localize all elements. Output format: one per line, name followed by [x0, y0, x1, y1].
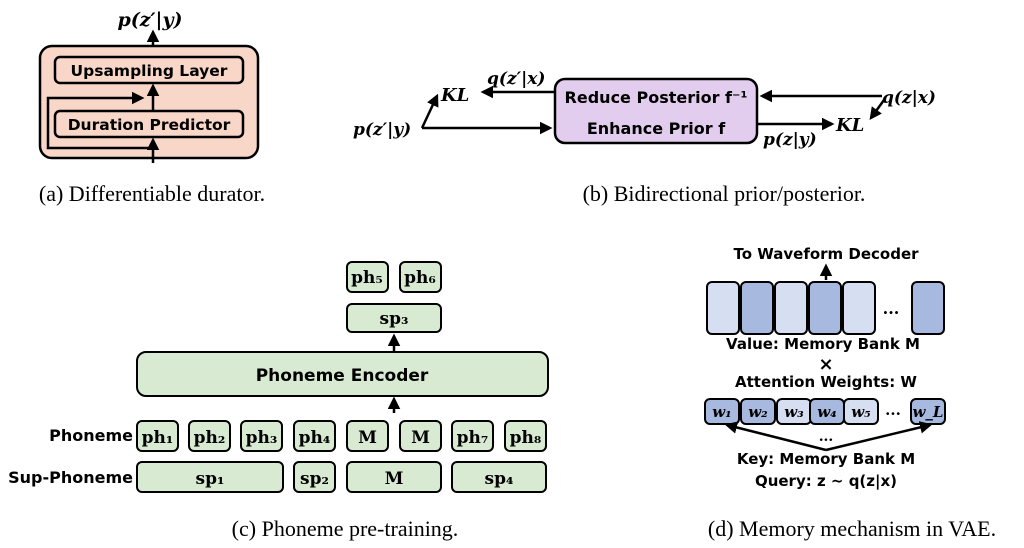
- times-symbol: ×: [818, 354, 833, 375]
- panel-b-prior-posterior: Reduce Posterior f⁻¹ Enhance Prior f KL …: [353, 69, 936, 206]
- top-token-box: [399, 261, 442, 293]
- phoneme-box: [399, 420, 442, 452]
- attention-weight-label: w_L: [913, 403, 944, 421]
- q-posterior-prime-label: q(z′|x): [487, 69, 545, 89]
- kl-right-label: KL: [835, 115, 864, 136]
- attention-weight-label: w₄: [817, 403, 836, 421]
- top-token-label: ph₆: [404, 268, 436, 288]
- phoneme-box: [504, 420, 547, 452]
- sup-phoneme-token: sp₁: [196, 469, 225, 489]
- caption-c: (c) Phoneme pre-training.: [232, 516, 459, 541]
- sup-phoneme-box: [451, 461, 547, 493]
- p-prior-prime-label: p(z′|y): [353, 120, 411, 140]
- sup-phoneme-box: [346, 461, 442, 493]
- query-label: Query: z ~ q(z|x): [755, 472, 897, 491]
- to-waveform-decoder-label: To Waveform Decoder: [733, 245, 919, 263]
- panel-d-memory-mechanism: To Waveform Decoder ... Value: Memory Ba…: [704, 245, 996, 541]
- posterior-to-kl-right-arrow: [869, 99, 886, 121]
- phoneme-box: [240, 420, 283, 452]
- weight-ellipsis: ...: [885, 401, 901, 419]
- attention-weight-box: [704, 398, 740, 425]
- kl-left-label: KL: [440, 85, 469, 106]
- upsampling-layer-label: Upsampling Layer: [71, 62, 228, 80]
- query-to-first-weight-arrow: [724, 421, 827, 452]
- key-memory-bank-label: Key: Memory Bank M: [737, 450, 915, 468]
- phoneme-token: M: [411, 428, 430, 448]
- top-sp-box: [346, 303, 442, 333]
- reduce-posterior-label: Reduce Posterior f⁻¹: [565, 88, 748, 107]
- phoneme-encoder-label: Phoneme Encoder: [256, 366, 429, 386]
- sup-phoneme-box: [136, 461, 284, 493]
- phoneme-token: ph₄: [299, 428, 331, 448]
- phoneme-box: [451, 420, 494, 452]
- p-prior-label: p(z|y): [763, 130, 817, 150]
- attention-weights-label: Attention Weights: W: [735, 373, 917, 391]
- memory-slot: [774, 281, 808, 335]
- phoneme-box: [293, 420, 336, 452]
- attention-weight-row: w₁ w₂ w₃ w₄ w₅ w_L: [704, 398, 946, 425]
- attention-weight-label: w₅: [851, 403, 871, 421]
- duration-predictor-label: Duration Predictor: [68, 116, 231, 134]
- top-token-box: [346, 261, 389, 293]
- phoneme-box: [136, 420, 179, 452]
- phoneme-encoder-box: [136, 351, 549, 397]
- memory-slot: [706, 281, 740, 335]
- phoneme-token: ph₇: [457, 428, 489, 448]
- top-token-label: ph₅: [351, 268, 383, 288]
- memory-slot: [911, 281, 945, 335]
- q-posterior-label: q(z|x): [882, 88, 936, 108]
- sup-phoneme-token: M: [385, 469, 404, 489]
- duration-predictor-box: [53, 109, 245, 139]
- caption-a: (a) Differentiable durator.: [39, 181, 265, 206]
- value-memory-bank-label: Value: Memory Bank M: [726, 335, 920, 353]
- prior-prime-to-kl-arrow: [420, 93, 439, 129]
- caption-b: (b) Bidirectional prior/posterior.: [583, 181, 866, 206]
- attention-weight-box: [740, 398, 776, 425]
- query-to-last-weight-arrow: [825, 421, 933, 452]
- attention-weight-label: w₂: [748, 403, 768, 421]
- upsampling-layer-box: [53, 55, 245, 85]
- sup-phoneme-token: sp₄: [485, 469, 514, 489]
- attention-weight-label: w₁: [712, 403, 731, 421]
- memory-slot: [740, 281, 774, 335]
- value-memory-bank: [706, 281, 945, 335]
- attention-weight-box: [843, 398, 879, 425]
- phoneme-token: ph₁: [142, 428, 174, 448]
- phoneme-box: [188, 420, 231, 452]
- attention-weight-label: w₃: [784, 403, 804, 421]
- sup-phoneme-token: sp₂: [300, 469, 329, 489]
- phoneme-box: [346, 420, 389, 452]
- key-ellipsis: ...: [819, 429, 834, 445]
- enhance-prior-label: Enhance Prior f: [587, 119, 726, 138]
- memory-slot: [808, 281, 842, 335]
- top-sp-label: sp₃: [380, 309, 409, 329]
- durator-output-label: p(z′|y): [117, 9, 182, 31]
- memory-slot: [842, 281, 876, 335]
- sup-phoneme-row-label: Sup-Phoneme: [8, 468, 133, 487]
- sup-phoneme-box: [293, 461, 336, 493]
- phoneme-token: ph₃: [246, 428, 278, 448]
- panel-c-phoneme-pretraining: ph₅ ph₆ sp₃ Phoneme Encoder Phoneme Sup-…: [8, 261, 549, 541]
- panel-a-durator: p(z′|y) Upsampling Layer Duration Predic…: [38, 9, 265, 206]
- caption-d: (d) Memory mechanism in VAE.: [708, 516, 996, 541]
- phoneme-row-label: Phoneme: [49, 426, 133, 445]
- phoneme-token: ph₂: [194, 428, 226, 448]
- prior-posterior-box: [553, 77, 759, 145]
- value-ellipsis: ...: [883, 299, 900, 318]
- phoneme-token: M: [358, 428, 377, 448]
- durator-skip-arrow: [46, 91, 153, 150]
- phoneme-token: ph₈: [510, 428, 542, 448]
